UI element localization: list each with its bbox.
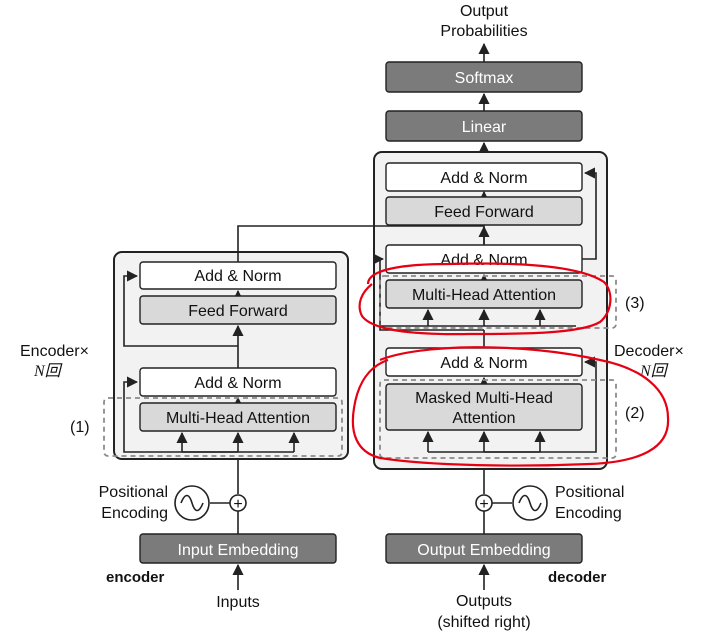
dec-pos-enc-line1: Positional bbox=[555, 484, 624, 501]
dec-masked-dashed-group bbox=[379, 379, 617, 459]
outputs-label-line2: (shifted right) bbox=[437, 614, 530, 631]
input-embedding-box bbox=[139, 533, 337, 564]
marker-1: (1) bbox=[70, 419, 90, 436]
enc-add-norm-top-label: Add & Norm bbox=[194, 268, 281, 285]
dec-add-norm-1-label: Add & Norm bbox=[440, 170, 527, 187]
enc-mha-box bbox=[139, 402, 337, 432]
red-annotation-2 bbox=[351, 346, 670, 467]
enc-pos-enc-line1: Positional bbox=[99, 484, 168, 501]
output-label-line2: Probabilities bbox=[440, 23, 527, 40]
dec-mha-dashed-group bbox=[379, 275, 617, 329]
enc-mha-dashed-group bbox=[103, 397, 343, 457]
dec-add-norm-2-label: Add & Norm bbox=[440, 252, 527, 269]
inputs-label: Inputs bbox=[216, 594, 260, 611]
input-embedding-label: Input Embedding bbox=[178, 542, 299, 559]
dec-add-norm-3-label: Add & Norm bbox=[440, 355, 527, 372]
outputs-label-line1: Outputs bbox=[456, 593, 512, 610]
output-embedding-box bbox=[385, 533, 583, 564]
marker-3: (3) bbox=[625, 295, 645, 312]
dec-mha-label: Multi-Head Attention bbox=[412, 287, 556, 304]
enc-pos-enc-line2: Encoding bbox=[101, 505, 168, 522]
linear-box bbox=[385, 110, 583, 142]
dec-pos-enc-line2: Encoding bbox=[555, 505, 622, 522]
softmax-box bbox=[385, 61, 583, 93]
encoder-n-label: N回 bbox=[33, 363, 63, 380]
red-annotation-3 bbox=[358, 262, 612, 336]
output-embedding-label: Output Embedding bbox=[417, 542, 550, 559]
enc-plus-sign: + bbox=[233, 496, 242, 513]
enc-feed-forward-box bbox=[139, 295, 337, 325]
enc-mha-label: Multi-Head Attention bbox=[166, 410, 310, 427]
decoder-stack-label: Decoder× bbox=[614, 343, 684, 360]
enc-feed-forward-label: Feed Forward bbox=[188, 303, 288, 320]
decoder-label: decoder bbox=[548, 569, 607, 586]
dec-feed-forward-box bbox=[385, 196, 583, 226]
dec-feed-forward-label: Feed Forward bbox=[434, 204, 534, 221]
encoder-stack-label: Encoder× bbox=[20, 343, 89, 360]
enc-add-norm-bottom-box bbox=[139, 367, 337, 397]
dec-masked-label-line2: Attention bbox=[452, 410, 515, 427]
dec-plus-sign: + bbox=[479, 496, 488, 513]
dec-masked-label-line1: Masked Multi-Head bbox=[415, 390, 553, 407]
marker-2: (2) bbox=[625, 405, 645, 422]
enc-add-norm-bottom-label: Add & Norm bbox=[194, 375, 281, 392]
decoder-n-label: N回 bbox=[639, 363, 669, 380]
softmax-label: Softmax bbox=[455, 70, 514, 87]
encoder-label: encoder bbox=[106, 569, 165, 586]
output-label-line1: Output bbox=[460, 3, 509, 20]
dec-masked-box bbox=[385, 383, 583, 431]
dec-mha-box bbox=[385, 279, 583, 309]
linear-label: Linear bbox=[462, 119, 507, 136]
